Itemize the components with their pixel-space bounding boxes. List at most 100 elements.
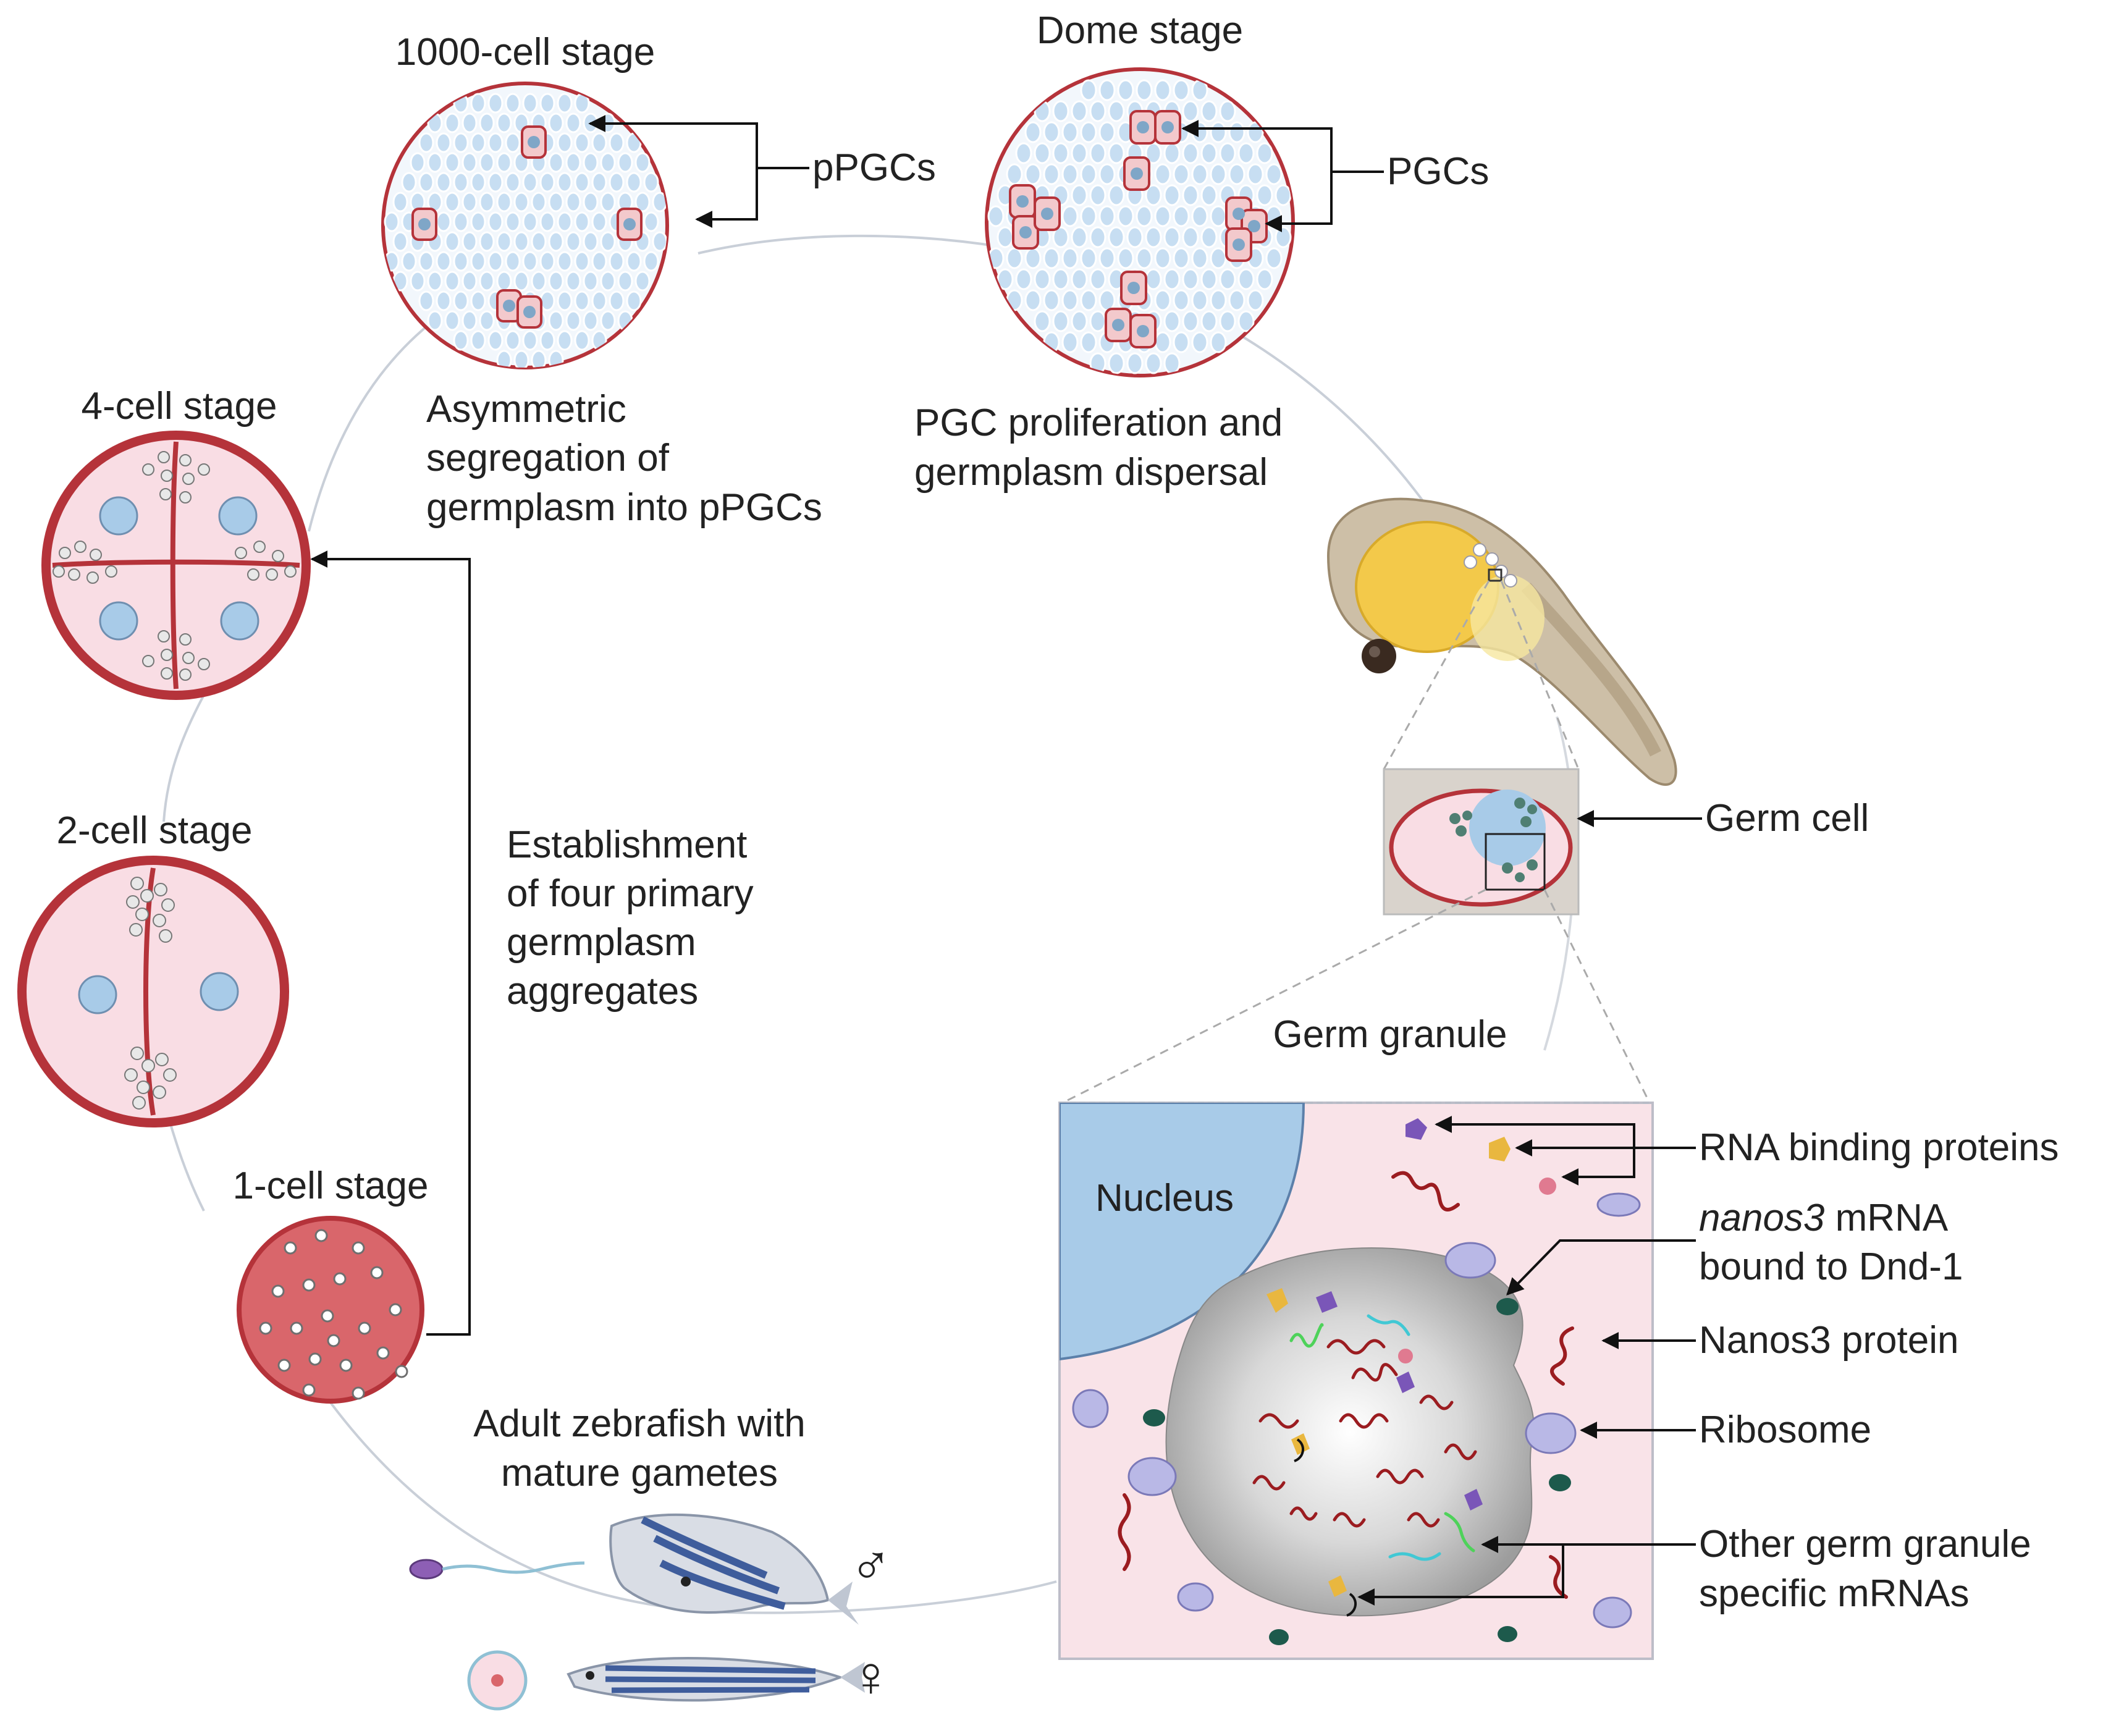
zoom-lines-larva [1383, 580, 1580, 770]
blastomere-cell [1061, 205, 1079, 227]
blastomere-cell [1256, 268, 1273, 290]
blastomere-cell [1108, 100, 1125, 122]
blastomere-cell [1275, 184, 1292, 206]
blastomere-cell [1173, 163, 1190, 185]
blastomere-cell [1043, 289, 1060, 311]
blastomere-cell [1154, 331, 1171, 353]
blastomere-cell [531, 350, 547, 368]
blastomere-cell [1098, 289, 1116, 311]
blastomere-cell [1108, 352, 1125, 374]
blastomere-cell [1163, 352, 1181, 374]
blastomere-cell [1247, 163, 1264, 185]
blastomere-cell [652, 231, 667, 252]
blastomere-cell [513, 192, 529, 213]
zebrafish-larva [1326, 497, 1677, 786]
blastomere-cell [548, 112, 564, 133]
blastomere-cell [1145, 268, 1162, 290]
blastomere-cell [1219, 310, 1236, 332]
blastomere-cell [643, 211, 659, 232]
blastomere-cell [600, 310, 616, 331]
blastomere-cell [1117, 205, 1134, 227]
two-cell-embryo [17, 856, 289, 1127]
blastomere-cell [392, 192, 408, 213]
blastomere-cell [600, 152, 616, 173]
blastomere-cell [548, 192, 564, 213]
blastomere-cell [1052, 310, 1069, 332]
blastomere-cell [539, 172, 555, 193]
blastomere-cell [1154, 79, 1171, 101]
blastomere-cell [539, 211, 555, 232]
blastomere-cell [1256, 184, 1273, 206]
blastomere-cell [1219, 142, 1236, 164]
blastomere-cell [1024, 289, 1042, 311]
blastomere-cell [1071, 268, 1088, 290]
blastomere-cell [1247, 289, 1264, 311]
thousand-cell-embryo [381, 82, 669, 369]
blastomere-cell [1052, 100, 1069, 122]
blastomere-cell [1265, 163, 1283, 185]
blastomere-cell [565, 310, 581, 331]
dome-embryo [985, 67, 1295, 377]
blastomere-cell [453, 290, 469, 311]
blastomere-cell [1191, 163, 1208, 185]
blastomere-cell [1191, 205, 1208, 227]
panel-arrows [1357, 810, 1702, 1606]
blastomere-cell [531, 231, 547, 252]
blastomere-cell [1210, 289, 1227, 311]
sperm-cell [409, 1559, 585, 1580]
blastomere-cell [427, 310, 443, 331]
nanos3-protein-label: Nanos3 protein [1699, 1319, 1959, 1362]
nucleus-label: Nucleus [1095, 1177, 1234, 1220]
blastomere-cell [609, 251, 625, 272]
blastomere-cell [479, 112, 495, 133]
blastomere-cell [583, 271, 599, 292]
blastomere-cell [1191, 331, 1208, 353]
ribosome-label: Ribosome [1699, 1409, 1871, 1451]
blastomere-cell [410, 271, 426, 292]
blastomere-cell [591, 172, 607, 193]
blastomere-cell [1173, 247, 1190, 269]
blastomere-cell [531, 192, 547, 213]
blastomere-cell [1228, 121, 1245, 143]
pgcs-arrows [1181, 120, 1384, 232]
blastomere-cell [461, 271, 478, 292]
blastomere-cell [634, 271, 651, 292]
blastomere-cell [557, 93, 573, 114]
blastomere-cell [1237, 268, 1255, 290]
blastomere-cell [565, 152, 581, 173]
blastomere-cell [574, 330, 590, 351]
blastomere-cell [609, 172, 625, 193]
blastomere-cell [505, 93, 521, 114]
blastomere-cell [1117, 247, 1134, 269]
blastomere-cell [436, 211, 452, 232]
blastomere-cell [487, 93, 504, 114]
blastomere-cell [453, 251, 469, 272]
blastomere-cell [548, 231, 564, 252]
blastomere-cell [487, 172, 504, 193]
blastomere-cell [557, 290, 573, 311]
blastomere-cell [418, 290, 434, 311]
blastomere-cell [427, 112, 443, 133]
blastomere-cell [626, 172, 642, 193]
blastomere-cell [1200, 310, 1218, 332]
blastomere-cell [539, 330, 555, 351]
blastomere-cell [1080, 289, 1097, 311]
blastomere-cell [557, 251, 573, 272]
blastomere-cell [479, 192, 495, 213]
svg-text:Other germ granule: Other germ granule [1699, 1523, 2031, 1565]
blastomere-cell [453, 330, 469, 351]
blastomere-cell [600, 271, 616, 292]
blastomere-cell [1154, 247, 1171, 269]
svg-text:segregation of: segregation of [426, 437, 670, 479]
blastomere-cell [609, 290, 625, 311]
blastomere-cell [1182, 268, 1199, 290]
blastomere-cell [392, 231, 408, 252]
blastomere-cell [427, 152, 443, 173]
blastomere-cell [1098, 247, 1116, 269]
blastomere-cell [1136, 79, 1153, 101]
blastomere-cell [1163, 310, 1181, 332]
svg-text:Establishment: Establishment [507, 824, 747, 866]
other-mrnas-label: Other germ granule specific mRNAs [1699, 1523, 2031, 1615]
rna-binding-label: RNA binding proteins [1699, 1126, 2059, 1169]
blastomere-cell [1089, 226, 1106, 248]
